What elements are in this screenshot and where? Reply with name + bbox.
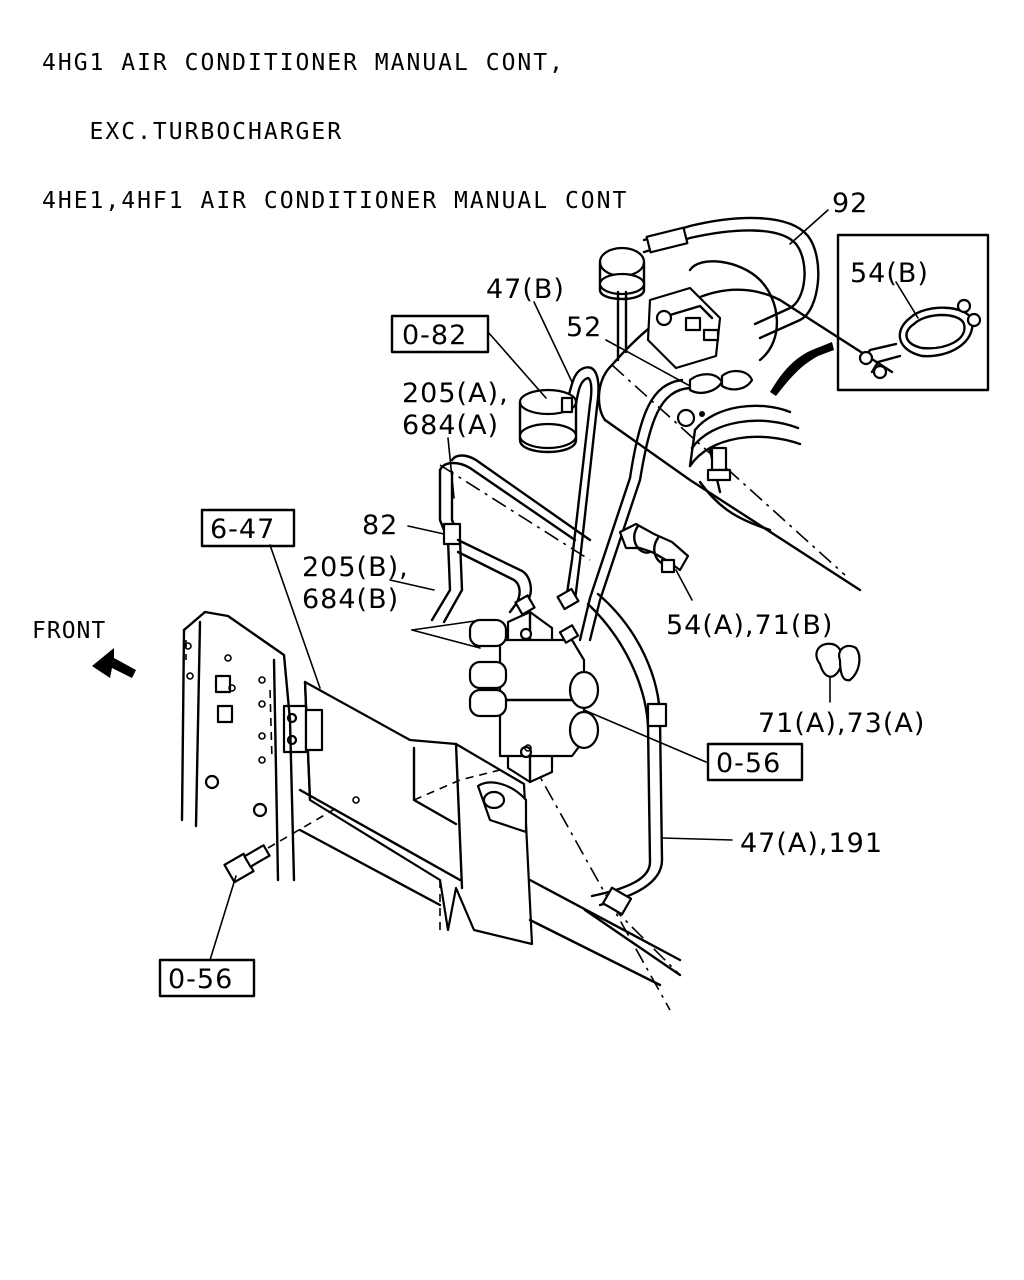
- bolt: [223, 744, 532, 884]
- mounting-bracket: [282, 680, 682, 987]
- label-54b: 54(B): [850, 258, 929, 289]
- label-684a: 684(A): [402, 410, 499, 441]
- header-line-2: EXC.TURBOCHARGER: [42, 119, 344, 145]
- hose-47a-191: [583, 592, 682, 977]
- hoses-205-684: [411, 454, 592, 649]
- header-line-3: 4HE1,4HF1 AIR CONDITIONER MANUAL CONT: [42, 188, 629, 214]
- diagram-header: 4HG1 AIR CONDITIONER MANUAL CONT, EXC.TU…: [42, 6, 628, 236]
- ref-6-47: 6-47: [210, 514, 275, 545]
- label-47b: 47(B): [486, 274, 565, 305]
- label-205a: 205(A),: [402, 378, 509, 409]
- ref-0-82: 0-82: [402, 320, 467, 351]
- valve-block: [468, 587, 600, 784]
- label-205b: 205(B),: [302, 552, 409, 583]
- ref-0-56-upper: 0-56: [716, 748, 781, 779]
- part-labels: 92 54(B) 47(B) 52 205(A), 684(A) 82 205(…: [32, 188, 929, 859]
- label-47a-191: 47(A),191: [740, 828, 883, 859]
- label-684b: 684(B): [302, 584, 399, 615]
- hose-92: [642, 216, 820, 340]
- label-54a-71b: 54(A),71(B): [666, 610, 833, 641]
- label-71a-73a: 71(A),73(A): [758, 708, 925, 739]
- frame-panel: [180, 610, 296, 882]
- label-82: 82: [362, 510, 398, 541]
- leader-lines: [209, 209, 831, 961]
- intake-pipe: [597, 246, 894, 592]
- label-52: 52: [566, 312, 602, 343]
- reference-boxes: 0-82 6-47 0-56 0-56: [158, 314, 804, 998]
- inset-54b: [770, 233, 990, 396]
- header-line-1: 4HG1 AIR CONDITIONER MANUAL CONT,: [42, 50, 565, 76]
- clips: [618, 522, 861, 682]
- front-arrow-icon: [92, 648, 136, 678]
- vacuum-lines: [518, 366, 692, 642]
- ref-0-56-lower: 0-56: [168, 964, 233, 995]
- label-92: 92: [832, 188, 868, 219]
- front-label: FRONT: [32, 618, 106, 644]
